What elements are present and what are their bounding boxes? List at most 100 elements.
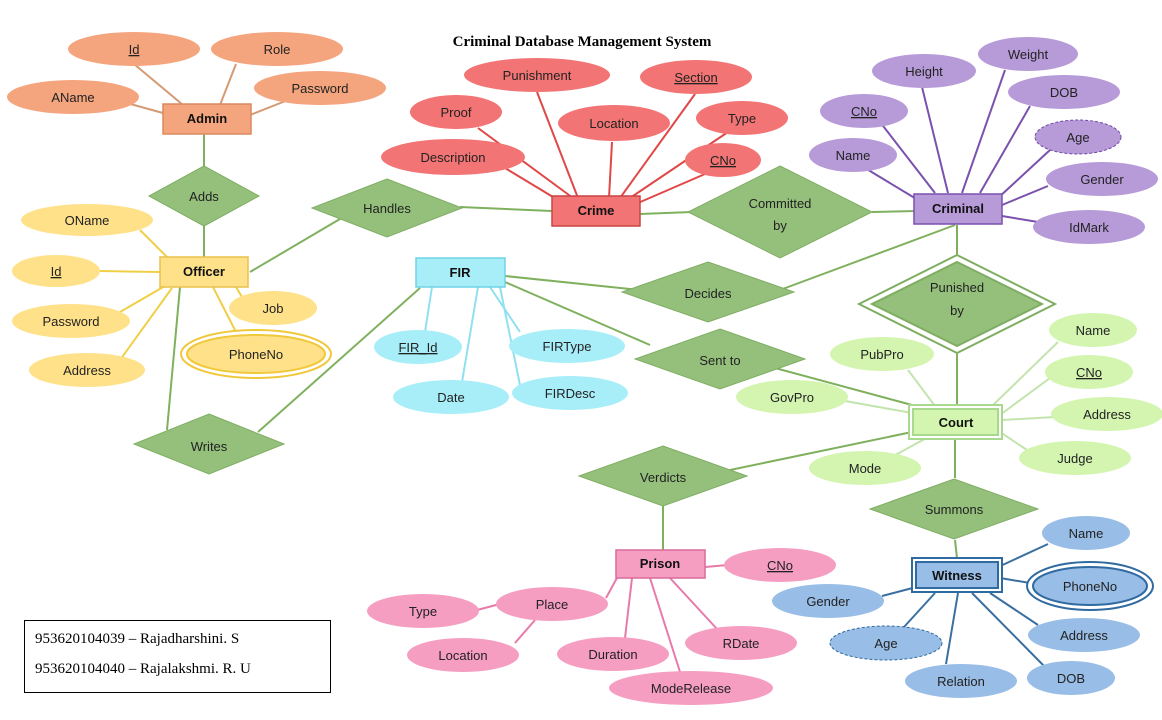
attr-criminal-dob: DOB [1008, 75, 1120, 109]
svg-text:IdMark: IdMark [1069, 220, 1109, 235]
entity-criminal-label: Criminal [932, 201, 984, 216]
svg-text:Weight: Weight [1008, 47, 1049, 62]
entity-officer: Officer [159, 256, 249, 288]
svg-text:CNo: CNo [767, 558, 793, 573]
attr-court-mode: Mode [809, 451, 921, 485]
svg-text:AName: AName [51, 90, 94, 105]
svg-text:Job: Job [263, 301, 284, 316]
svg-text:Adds: Adds [189, 189, 219, 204]
svg-text:Name: Name [836, 148, 871, 163]
svg-text:Judge: Judge [1057, 451, 1092, 466]
attr-court-address: Address [1051, 397, 1162, 431]
svg-text:FIRDesc: FIRDesc [545, 386, 596, 401]
attr-prison-location: Location [407, 638, 519, 672]
attr-witness-age: Age [829, 625, 943, 661]
attr-court-cno: CNo [1045, 355, 1133, 389]
svg-text:Relation: Relation [937, 674, 985, 689]
attr-crime-type: Type [696, 101, 788, 135]
attr-prison-duration: Duration [557, 637, 669, 671]
relationship-decides: Decides [620, 261, 796, 323]
connector-lines [99, 63, 1059, 673]
attr-witness-relation: Relation [905, 664, 1017, 698]
attr-witness-address: Address [1028, 618, 1140, 652]
attr-court-govpro: GovPro [736, 380, 848, 414]
attr-witness-gender: Gender [772, 584, 884, 618]
svg-text:Name: Name [1069, 526, 1104, 541]
entity-witness: Witness [911, 557, 1003, 593]
svg-text:DOB: DOB [1050, 85, 1078, 100]
attr-crime-location: Location [558, 105, 670, 141]
svg-text:ModeRelease: ModeRelease [651, 681, 731, 696]
relationship-punished-by: Punished by [856, 253, 1058, 355]
entity-prison-label: Prison [640, 556, 681, 571]
attr-criminal-gender: Gender [1046, 162, 1158, 196]
svg-text:Gender: Gender [1080, 172, 1124, 187]
entity-fir-label: FIR [450, 265, 472, 280]
attr-crime-description: Description [381, 139, 525, 175]
diagram-title: Criminal Database Management System [453, 34, 712, 50]
relationship-adds: Adds [147, 165, 261, 227]
svg-text:Summons: Summons [925, 502, 984, 517]
entity-criminal: Criminal [913, 193, 1003, 225]
attr-fir-id: FIR_Id [374, 330, 462, 364]
svg-text:Age: Age [874, 636, 897, 651]
svg-text:Punished: Punished [930, 280, 984, 295]
svg-text:RDate: RDate [723, 636, 760, 651]
entity-fir: FIR [415, 257, 506, 288]
attr-crime-cno: CNo [685, 143, 761, 177]
entity-crime-label: Crime [578, 203, 615, 218]
svg-text:Handles: Handles [363, 201, 411, 216]
svg-text:Committed: Committed [749, 196, 812, 211]
attr-officer-address: Address [29, 353, 145, 387]
svg-text:Proof: Proof [440, 105, 471, 120]
svg-text:Location: Location [438, 648, 487, 663]
svg-text:Address: Address [1083, 407, 1131, 422]
attr-court-judge: Judge [1019, 441, 1131, 475]
attr-crime-section: Section [640, 60, 752, 94]
entity-admin-label: Admin [187, 111, 228, 126]
attr-court-pubpro: PubPro [830, 337, 934, 371]
svg-text:FIR_Id: FIR_Id [398, 340, 437, 355]
attr-criminal-name: Name [809, 138, 897, 172]
attr-criminal-height: Height [872, 54, 976, 88]
svg-text:GovPro: GovPro [770, 390, 814, 405]
svg-text:Verdicts: Verdicts [640, 470, 687, 485]
attr-fir-desc: FIRDesc [512, 376, 628, 410]
entity-witness-label: Witness [932, 568, 982, 583]
attr-criminal-weight: Weight [978, 37, 1078, 71]
svg-text:Description: Description [420, 150, 485, 165]
relationship-sent-to: Sent to [633, 328, 807, 390]
svg-text:Sent to: Sent to [699, 353, 740, 368]
attr-witness-name: Name [1042, 516, 1130, 550]
svg-text:Gender: Gender [806, 594, 850, 609]
attr-criminal-age: Age [1034, 119, 1122, 155]
entity-prison: Prison [615, 549, 706, 579]
entity-officer-label: Officer [183, 264, 225, 279]
svg-text:DOB: DOB [1057, 671, 1085, 686]
svg-text:CNo: CNo [851, 104, 877, 119]
entity-admin: Admin [162, 103, 252, 135]
svg-text:Section: Section [674, 70, 717, 85]
attr-prison-cno: CNo [724, 548, 836, 582]
svg-text:Duration: Duration [588, 647, 637, 662]
attr-prison-place: Place [496, 587, 608, 621]
svg-text:OName: OName [65, 213, 110, 228]
attr-criminal-idmark: IdMark [1033, 210, 1145, 244]
attr-admin-id: Id [68, 32, 200, 66]
entity-court: Court [908, 404, 1003, 440]
attr-officer-id: Id [12, 255, 100, 287]
svg-text:Name: Name [1076, 323, 1111, 338]
svg-text:Height: Height [905, 64, 943, 79]
attr-admin-password: Password [254, 71, 386, 105]
svg-text:PhoneNo: PhoneNo [229, 347, 283, 362]
attr-witness-phoneno: PhoneNo [1026, 561, 1154, 611]
attr-crime-proof: Proof [410, 95, 502, 129]
svg-text:Address: Address [63, 363, 111, 378]
credits-box: 953620104039 – Rajadharshini. S 95362010… [24, 620, 331, 693]
attr-prison-type: Type [367, 594, 479, 628]
attr-criminal-cno: CNo [820, 94, 908, 128]
attr-fir-date: Date [393, 380, 509, 414]
svg-text:Writes: Writes [191, 439, 228, 454]
svg-text:Location: Location [589, 116, 638, 131]
